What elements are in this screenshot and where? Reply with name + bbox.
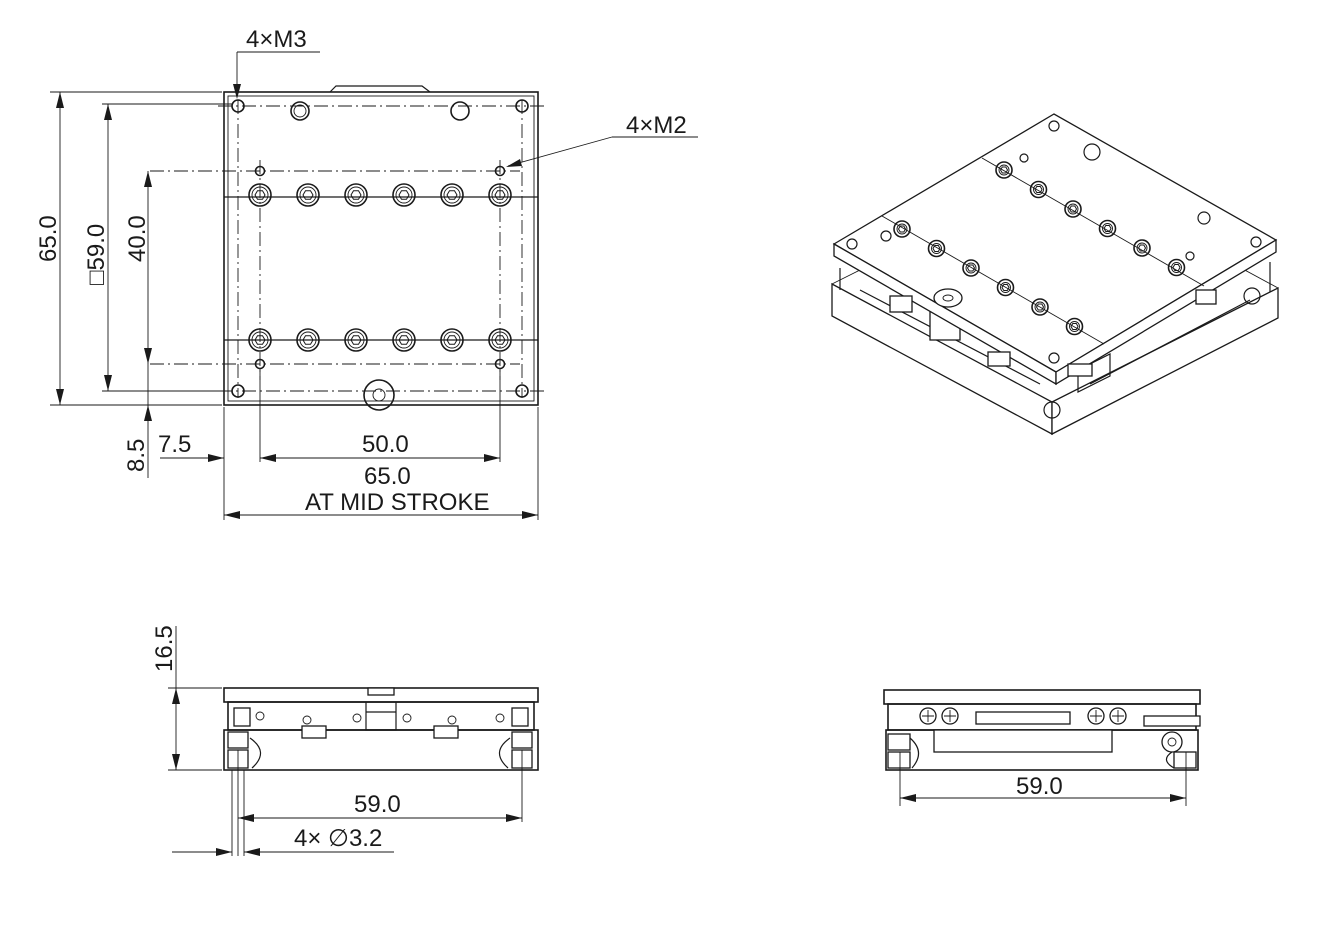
callout-hole-diameter: 4× ∅3.2 [294,825,382,852]
screw-row-bottom [248,328,512,352]
dim-offset-bottom: 8.5 [123,439,150,472]
dim-overall-height: 65.0 [35,215,62,262]
screw-icon [344,183,368,207]
screw-icon [1065,317,1084,336]
screw-icon [344,328,368,352]
top-view: 4×M3 4×M2 65.0 □59.0 40.0 8.5 [35,26,698,520]
screw-icon [1167,258,1186,277]
dim-overall-width: 65.0 [364,463,411,490]
screw-icon [1029,180,1048,199]
screw-icon [392,328,416,352]
screw-icon [962,259,980,277]
stage-outline [223,91,539,406]
dim-offset-left: 7.5 [158,431,191,458]
side-view: 59.0 [883,689,1201,806]
screw-icon [995,161,1013,179]
screw-icon [440,183,464,207]
m3-holes [231,99,529,398]
dim-hole-pitch-horizontal: 50.0 [362,431,409,458]
screw-icon [1031,298,1049,316]
screw-icon [1098,219,1117,238]
dim-front-height: 16.5 [151,625,178,672]
screw-icon [488,183,512,207]
screw-icon [248,183,272,207]
isometric-view [831,113,1279,436]
screw-icon [996,278,1015,297]
note-mid-stroke: AT MID STROKE [305,489,489,516]
callout-4xm3: 4×M3 [246,26,307,53]
top-tab [329,85,431,93]
screw-icon [296,328,320,352]
screw-icon [488,328,512,352]
screw-icon [440,328,464,352]
screw-icon [893,220,911,238]
adjust-knob [363,379,395,411]
dim-hole-pitch-vertical: 40.0 [124,215,151,262]
dim-square: □59.0 [83,224,110,285]
callout-4xm2: 4×M2 [626,112,687,139]
dim-side-mount-pitch: 59.0 [1016,773,1063,800]
screw-icon [296,183,320,207]
stage-inner-edge [227,95,535,402]
dim-front-mount-pitch: 59.0 [354,791,401,818]
front-view: 16.5 59.0 4× ∅3.2 [151,625,539,856]
screw-icon [1133,239,1151,257]
screw-icon [927,239,946,258]
screw-icon [1064,200,1082,218]
screw-icon [392,183,416,207]
screw-row-top [248,183,512,207]
screw-icon [248,328,272,352]
